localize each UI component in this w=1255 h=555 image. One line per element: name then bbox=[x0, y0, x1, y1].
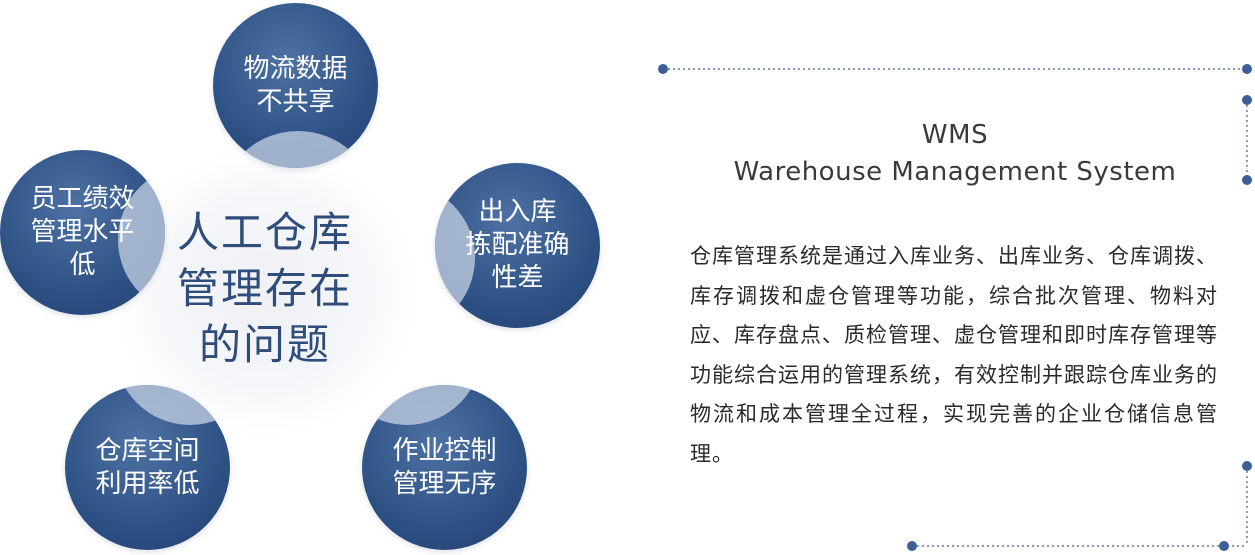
frame-dot bbox=[907, 541, 917, 551]
frame-dot bbox=[1242, 95, 1252, 105]
bubble-label: 员工绩效 管理水平 低 bbox=[30, 184, 135, 280]
center-title: 人工仓库 管理存在 的问题 bbox=[170, 205, 360, 373]
bubble-label: 作业控制 管理无序 bbox=[392, 435, 497, 499]
frame-dot bbox=[1242, 64, 1252, 74]
wms-description: 仓库管理系统是通过入库业务、出库业务、仓库调拨、库存调拨和虚仓管理等功能，综合批… bbox=[690, 244, 1218, 466]
bubble-label: 出入库 拣配准确 性差 bbox=[465, 197, 570, 293]
bubble-label: 物流数据 不共享 bbox=[243, 53, 348, 117]
center-title-line: 管理存在 bbox=[176, 264, 353, 313]
bubble-label: 仓库空间 利用率低 bbox=[95, 435, 200, 499]
frame-dot bbox=[1242, 461, 1252, 471]
bubble-space-usage: 仓库空间 利用率低 bbox=[65, 385, 230, 550]
bubble-logistics-data: 物流数据 不共享 bbox=[213, 3, 378, 168]
center-title-line: 的问题 bbox=[198, 320, 331, 369]
bubble-inout-picking: 出入库 拣配准确 性差 bbox=[435, 163, 600, 328]
frame-dot bbox=[658, 64, 668, 74]
center-title-line: 人工仓库 bbox=[176, 208, 353, 257]
wms-abbr: WMS bbox=[921, 120, 989, 150]
bubble-work-control: 作业控制 管理无序 bbox=[362, 385, 527, 550]
frame-dot bbox=[1219, 541, 1229, 551]
frame-dot bbox=[1242, 175, 1252, 185]
bubble-staff-performance: 员工绩效 管理水平 低 bbox=[0, 150, 165, 315]
wms-full-name: Warehouse Management System bbox=[733, 157, 1177, 187]
